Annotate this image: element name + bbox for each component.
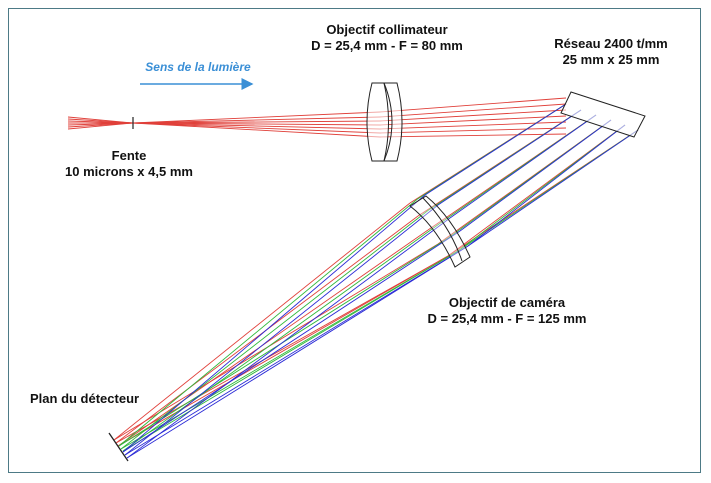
input-ray [132, 122, 381, 138]
input-ray [379, 109, 567, 122]
input-ray [379, 97, 567, 113]
slit-label-line2: 10 microns x 4,5 mm [65, 164, 193, 179]
input-ray [132, 122, 381, 126]
diffracted-ray-blue [467, 129, 639, 247]
input-ray [132, 120, 381, 124]
grating-label-line2: 25 mm x 25 mm [562, 52, 660, 67]
diffracted-ray-blue [124, 245, 469, 456]
collimator-lens [366, 82, 403, 162]
diffracted-ray-red [113, 243, 439, 441]
diffracted-ray-blue [459, 119, 612, 232]
collimator-label: Objectif collimateur D = 25,4 mm - F = 8… [297, 22, 477, 54]
input-ray [379, 115, 567, 126]
camera-label-line2: D = 25,4 mm - F = 125 mm [427, 311, 587, 326]
diffracted-ray-blue [124, 204, 439, 456]
detector-plane [108, 432, 129, 462]
diffracted-ray-green [122, 250, 459, 452]
diagram-frame [8, 8, 701, 473]
diffracted-ray-red [115, 255, 449, 444]
grating [560, 91, 646, 138]
diffracted-ray-blue [437, 109, 582, 206]
input-ray [132, 122, 381, 130]
diffracted-ray-blue [126, 245, 469, 459]
diffracted-ray-blue [122, 230, 461, 453]
input-ray [67, 122, 134, 130]
diffracted-ray-blue [126, 217, 451, 459]
input-ray [132, 111, 381, 124]
camera-label-line1: Objectif de caméra [448, 295, 566, 310]
camera-label: Objectif de caméra D = 25,4 mm - F = 125… [412, 295, 602, 327]
input-ray [132, 116, 381, 124]
camera-lens [409, 195, 471, 268]
slit-label: Fente 10 microns x 4,5 mm [54, 148, 204, 180]
diffracted-ray-red [117, 255, 449, 447]
diffracted-ray-red [117, 229, 429, 447]
slit-label-line1: Fente [111, 148, 147, 163]
diffracted-ray-bundle [113, 103, 639, 459]
input-ray [379, 127, 567, 134]
diffracted-ray-green [120, 210, 429, 450]
collimator-label-line2: D = 25,4 mm - F = 80 mm [311, 38, 463, 53]
diffracted-ray-red [113, 202, 411, 441]
diffracted-ray-blue [122, 194, 426, 453]
grating-label-line1: Réseau 2400 t/mm [554, 36, 668, 51]
input-ray [379, 103, 567, 118]
light-direction-label: Sens de la lumière [145, 60, 251, 74]
grating-label: Réseau 2400 t/mm 25 mm x 25 mm [536, 36, 686, 68]
input-ray [379, 121, 567, 130]
diffracted-ray-blue [467, 124, 626, 247]
diffracted-ray-green [118, 198, 418, 447]
input-ray [379, 133, 567, 138]
collimator-label-line1: Objectif collimateur [326, 22, 448, 37]
input-ray [132, 122, 381, 134]
input-ray-bundle [67, 97, 567, 138]
detector-label: Plan du détecteur [30, 391, 140, 406]
diffracted-ray-green [122, 223, 440, 452]
diffracted-ray-blue [449, 114, 597, 219]
diffracted-ray-blue [424, 103, 567, 196]
